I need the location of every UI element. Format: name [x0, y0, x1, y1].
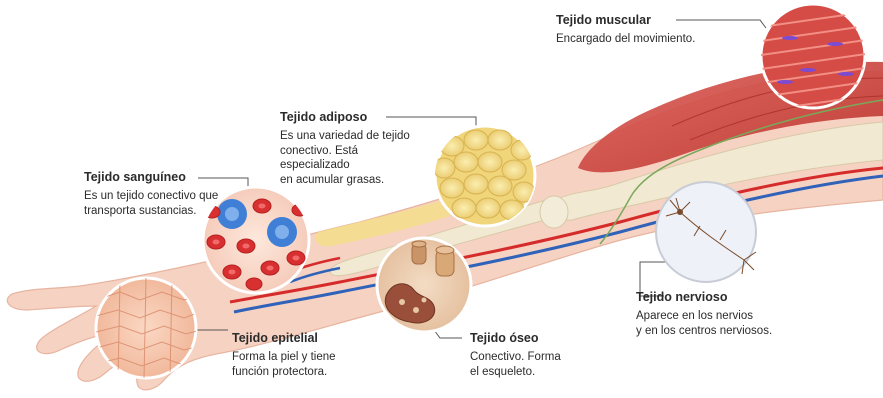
- label-sanguineo-title: Tejido sanguíneo: [84, 170, 218, 185]
- label-adiposo-desc: Es una variedad de tejido conectivo. Est…: [280, 129, 410, 187]
- label-nervioso-title: Tejido nervioso: [636, 290, 772, 305]
- desc-line: Conectivo. Forma: [470, 350, 561, 365]
- desc-line: especializado: [280, 158, 410, 173]
- label-sanguineo: Tejido sanguíneo Es un tejido conectivo …: [84, 170, 218, 218]
- label-epitelial: Tejido epitelial Forma la piel y tiene f…: [232, 331, 336, 379]
- label-epitelial-title: Tejido epitelial: [232, 331, 336, 346]
- label-muscular-title: Tejido muscular: [556, 13, 695, 28]
- label-oseo-desc: Conectivo. Forma el esqueleto.: [470, 350, 561, 379]
- label-oseo-title: Tejido óseo: [470, 331, 561, 346]
- desc-line: función protectora.: [232, 365, 336, 380]
- desc-line: conectivo. Está: [280, 144, 410, 159]
- label-muscular: Tejido muscular Encargado del movimiento…: [556, 13, 695, 47]
- label-sanguineo-desc: Es un tejido conectivo que transporta su…: [84, 189, 218, 218]
- desc-line: Es una variedad de tejido: [280, 129, 410, 144]
- label-muscular-desc: Encargado del movimiento.: [556, 32, 695, 47]
- label-adiposo-title: Tejido adiposo: [280, 110, 410, 125]
- desc-line: y en los centros nerviosos.: [636, 324, 772, 339]
- blood-tissue-circle: [203, 187, 309, 293]
- desc-line: Forma la piel y tiene: [232, 350, 336, 365]
- desc-line: transporta sustancias.: [84, 204, 218, 219]
- label-oseo: Tejido óseo Conectivo. Forma el esquelet…: [470, 331, 561, 379]
- label-epitelial-desc: Forma la piel y tiene función protectora…: [232, 350, 336, 379]
- bone-tissue-circle: [377, 238, 471, 332]
- desc-line: Es un tejido conectivo que: [84, 189, 218, 204]
- label-nervioso-desc: Aparece en los nervios y en los centros …: [636, 309, 772, 338]
- label-adiposo: Tejido adiposo Es una variedad de tejido…: [280, 110, 410, 187]
- desc-line: el esqueleto.: [470, 365, 561, 380]
- desc-line: en acumular grasas.: [280, 173, 410, 188]
- desc-line: Encargado del movimiento.: [556, 32, 695, 47]
- label-nervioso: Tejido nervioso Aparece en los nervios y…: [636, 290, 772, 338]
- desc-line: Aparece en los nervios: [636, 309, 772, 324]
- adipose-tissue-circle: [433, 126, 535, 226]
- nervous-tissue-circle: [656, 182, 756, 282]
